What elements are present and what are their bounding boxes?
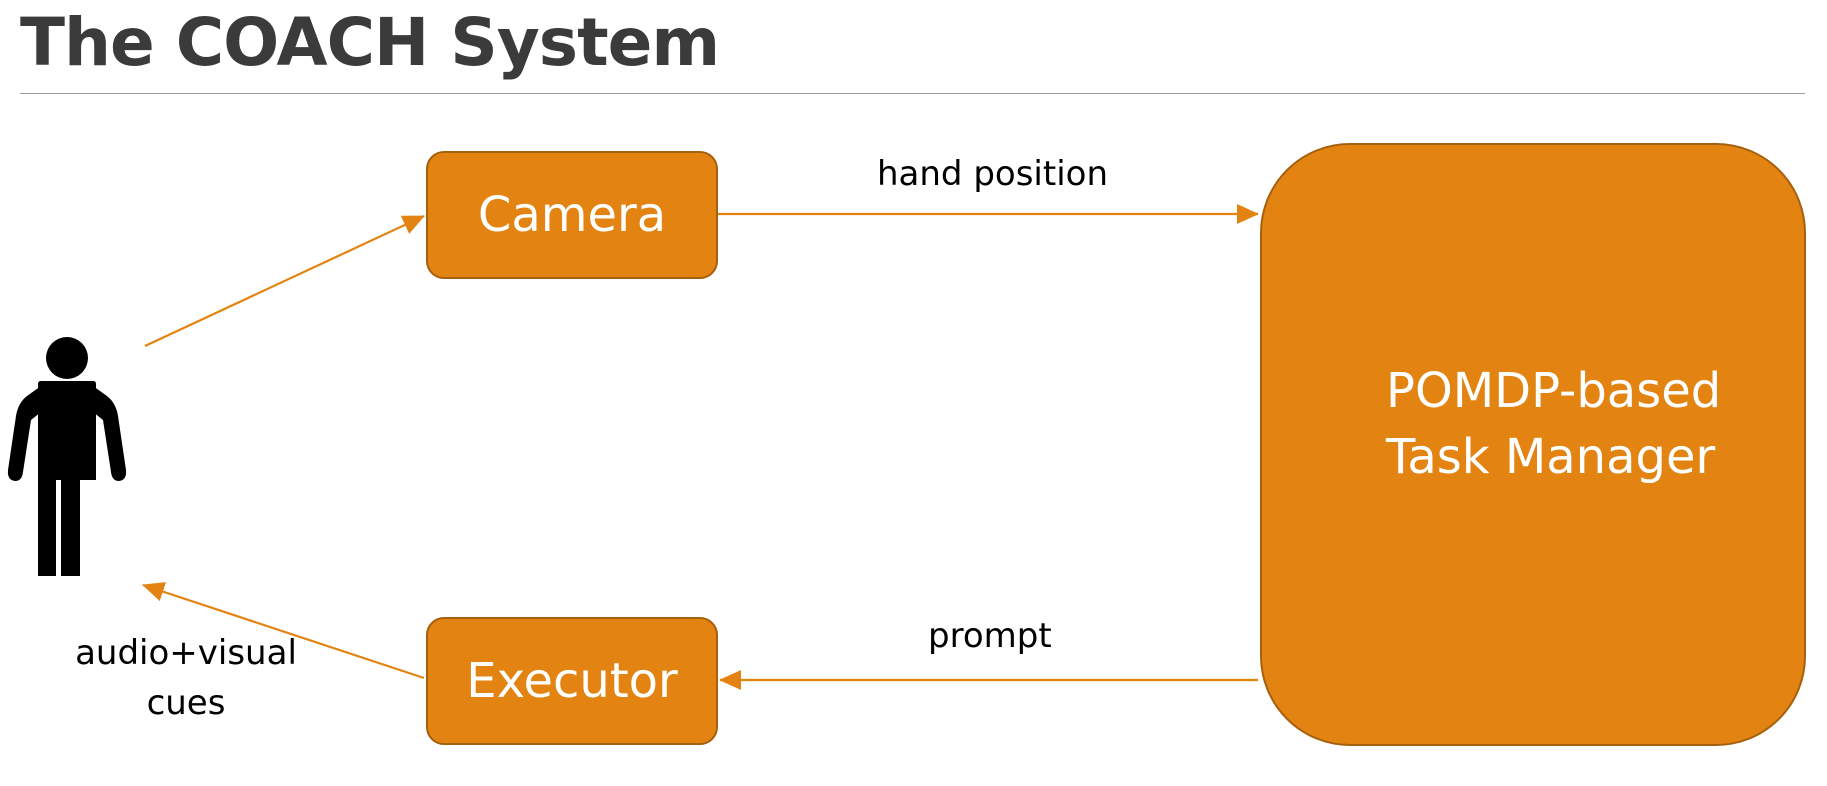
- edge-label-cues-line-2: cues: [146, 683, 226, 723]
- edge-label-cues: audio+visual cues: [62, 628, 310, 728]
- edge-label-hand-position: hand position: [877, 154, 1108, 194]
- camera-node-label: Camera: [477, 187, 667, 243]
- executor-node: Executor: [426, 617, 718, 745]
- camera-node: Camera: [426, 151, 718, 279]
- task-manager-label-line-1: POMDP-based: [1386, 362, 1722, 419]
- task-manager-label-line-2: Task Manager: [1386, 428, 1716, 485]
- arrow-executor-to-user: [142, 582, 425, 680]
- title-divider: [20, 93, 1805, 94]
- arrow-user-to-camera: [144, 215, 425, 347]
- edge-label-cues-line-1: audio+visual: [75, 633, 297, 673]
- page-title: The COACH System: [20, 4, 720, 81]
- edge-label-prompt: prompt: [928, 616, 1052, 656]
- task-manager-node: POMDP-based Task Manager: [1260, 143, 1806, 746]
- executor-node-label: Executor: [466, 653, 678, 709]
- person-icon: [7, 337, 127, 576]
